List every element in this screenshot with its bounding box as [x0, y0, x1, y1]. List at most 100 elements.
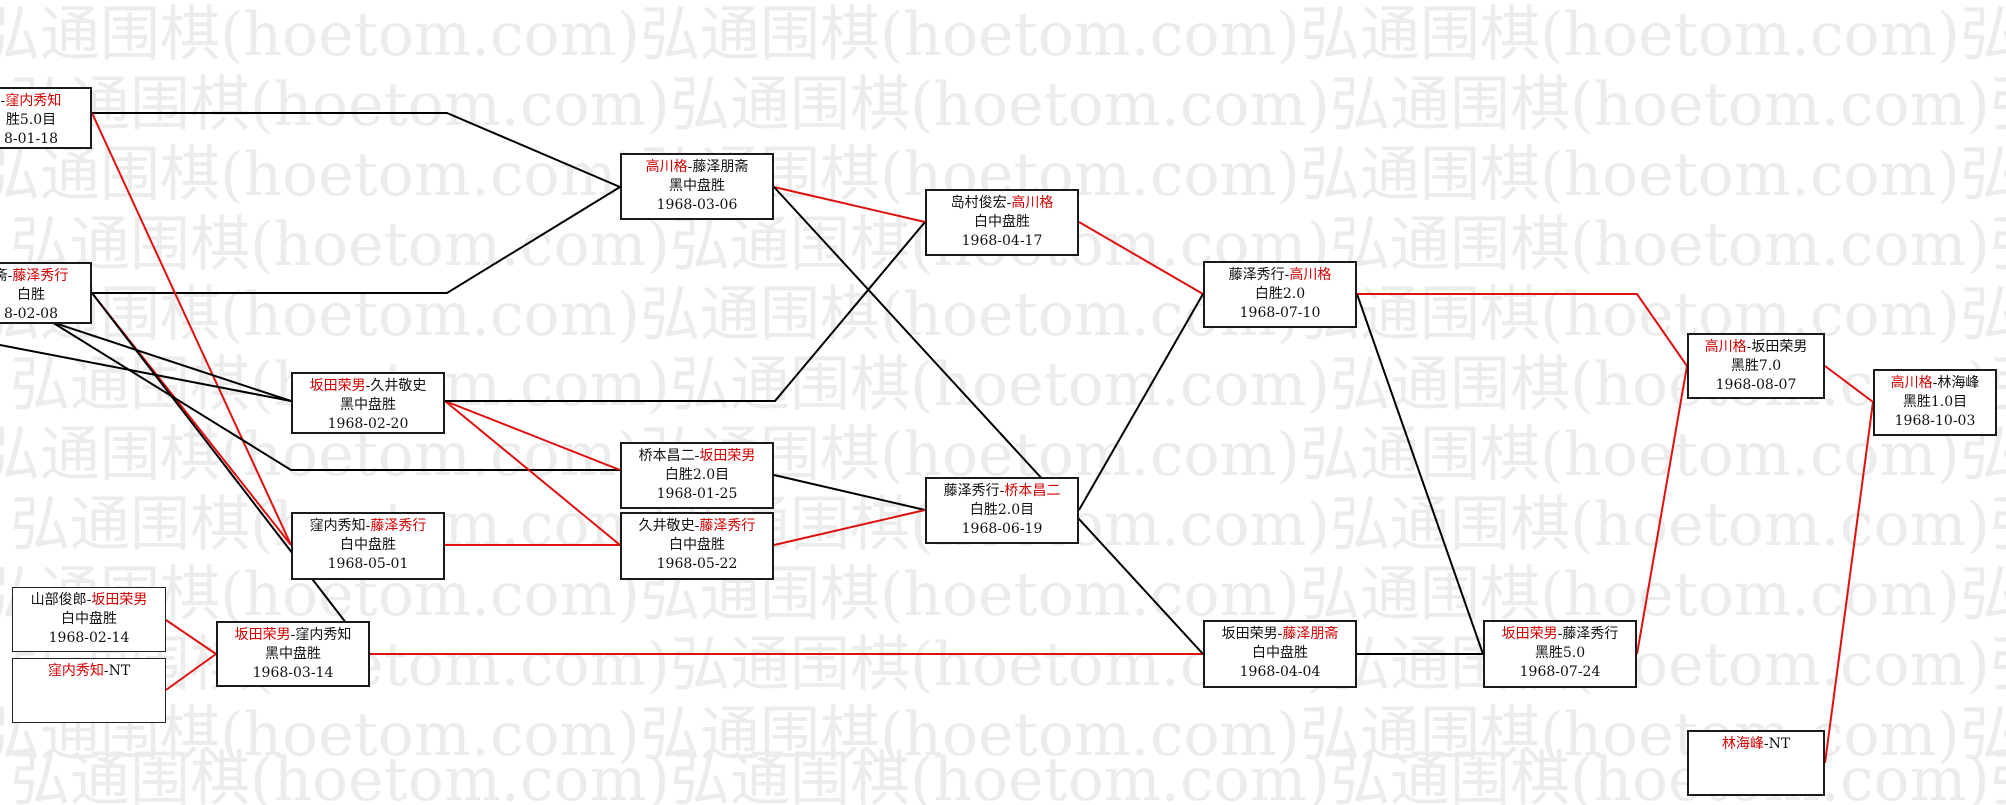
- game-date: 1968-01-25: [656, 486, 738, 502]
- game-date: 1968-02-20: [327, 416, 409, 432]
- player-black: 藤泽秀行: [943, 483, 1000, 499]
- player-white: 藤泽朋斋: [692, 159, 749, 175]
- connector-line: [773, 474, 926, 511]
- player-black: 林海峰: [1721, 736, 1764, 752]
- matchup-line: 山部俊郎-坂田荣男: [13, 591, 165, 610]
- connector-line: [1078, 221, 1204, 295]
- game-result: 黑中盘胜: [340, 397, 396, 413]
- matchup-separator: -: [365, 378, 371, 394]
- game-result: 胜5.0目: [5, 112, 57, 128]
- player-black: 窪内秀知: [47, 663, 104, 679]
- matchup-separator: -: [365, 518, 371, 534]
- player-black: 坂田荣男: [309, 378, 366, 394]
- matchup-line: 斋-藤泽秀行: [0, 267, 90, 286]
- player-black: 山部俊郎: [30, 592, 87, 608]
- game-date: 1968-03-06: [656, 197, 738, 213]
- player-black: 久井敬史: [638, 518, 695, 534]
- game-date: 1968-08-07: [1715, 377, 1797, 393]
- matchup-separator: -: [694, 518, 700, 534]
- connector-line: [773, 509, 926, 546]
- player-white: 高川格: [1011, 195, 1054, 211]
- matchup-separator: -: [103, 663, 109, 679]
- player-black: 高川格: [1704, 339, 1747, 355]
- player-white: NT: [1768, 736, 1791, 752]
- connector-line: [444, 400, 621, 471]
- game-date: 1968-02-14: [48, 630, 130, 646]
- game-node-g6[interactable]: 窪内秀知-NT: [12, 658, 166, 723]
- player-white: 藤泽秀行: [370, 518, 427, 534]
- player-white: 久井敬史: [370, 378, 427, 394]
- game-result: 白中盘胜: [974, 214, 1030, 230]
- connector-line: [165, 619, 217, 655]
- connector-line: [0, 289, 620, 471]
- player-white: 藤泽秀行: [699, 518, 756, 534]
- game-result: 黑中盘胜: [265, 646, 321, 662]
- connector-line: [1636, 365, 1688, 655]
- connector-line: [1824, 365, 1874, 403]
- player-black: 桥本昌二: [638, 448, 695, 464]
- game-node-g17[interactable]: 林海峰-NT: [1687, 730, 1825, 796]
- matchup-line: -窪内秀知: [0, 92, 90, 111]
- matchup-separator: -: [1763, 736, 1769, 752]
- connector-line: [773, 186, 1204, 655]
- player-white: 桥本昌二: [1004, 483, 1061, 499]
- matchup-separator: -: [1284, 267, 1290, 283]
- matchup-line: 林海峰-NT: [1689, 735, 1823, 754]
- connector-line: [165, 653, 217, 691]
- connector-line: [0, 344, 292, 402]
- game-result: 黑胜5.0: [1534, 645, 1586, 661]
- connector-line: [444, 400, 621, 546]
- connector-line: [1078, 293, 1204, 511]
- connector-line: [1356, 293, 1484, 655]
- player-black: 高川格: [1890, 375, 1933, 391]
- matchup-line: 窪内秀知-藤泽秀行: [293, 517, 443, 536]
- game-node-g1[interactable]: -窪内秀知胜5.0目 8-01-18: [0, 87, 92, 149]
- matchup-line: 窪内秀知-NT: [13, 662, 165, 681]
- connector-line: [773, 186, 926, 223]
- player-white: 坂田荣男: [91, 592, 148, 608]
- game-date: 8-02-08: [4, 306, 58, 322]
- matchup-line: 藤泽秀行-高川格: [1205, 266, 1355, 285]
- matchup-line: 高川格-林海峰: [1875, 374, 1995, 393]
- matchup-line: 久井敬史-藤泽秀行: [622, 517, 772, 536]
- game-result: 黑胜1.0目: [1902, 394, 1968, 410]
- player-white: 高川格: [1289, 267, 1332, 283]
- player-white: 藤泽秀行: [1562, 626, 1619, 642]
- player-black: -: [0, 93, 6, 109]
- player-black: 坂田荣男: [1221, 626, 1278, 642]
- matchup-line: 高川格-坂田荣男: [1689, 338, 1823, 357]
- connector-line: [445, 221, 926, 402]
- game-node-g8[interactable]: 高川格-藤泽朋斋黑中盘胜 1968-03-06: [620, 153, 774, 220]
- game-result: 白中盘胜: [61, 611, 117, 627]
- matchup-line: 坂田荣男-藤泽朋斋: [1205, 625, 1355, 644]
- matchup-line: 坂田荣男-藤泽秀行: [1485, 625, 1635, 644]
- matchup-separator: -: [290, 627, 296, 643]
- game-date: 1968-05-01: [327, 556, 409, 572]
- game-result: 白中盘胜: [1252, 645, 1308, 661]
- game-date: 8-01-18: [4, 131, 58, 147]
- matchup-separator: -: [1006, 195, 1012, 211]
- game-node-g15[interactable]: 坂田荣男-藤泽秀行黑胜5.0 1968-07-24: [1483, 620, 1637, 688]
- matchup-separator: -: [687, 159, 693, 175]
- player-black: 高川格: [645, 159, 688, 175]
- matchup-line: 坂田荣男-久井敬史: [293, 377, 443, 396]
- game-result: 黑中盘胜: [669, 178, 725, 194]
- matchup-separator: -: [1932, 375, 1938, 391]
- player-white: 坂田荣男: [1751, 339, 1808, 355]
- game-date: 1968-07-24: [1519, 664, 1601, 680]
- matchup-separator: -: [1557, 626, 1563, 642]
- game-node-g5[interactable]: 山部俊郎-坂田荣男白中盘胜 1968-02-14: [12, 587, 166, 652]
